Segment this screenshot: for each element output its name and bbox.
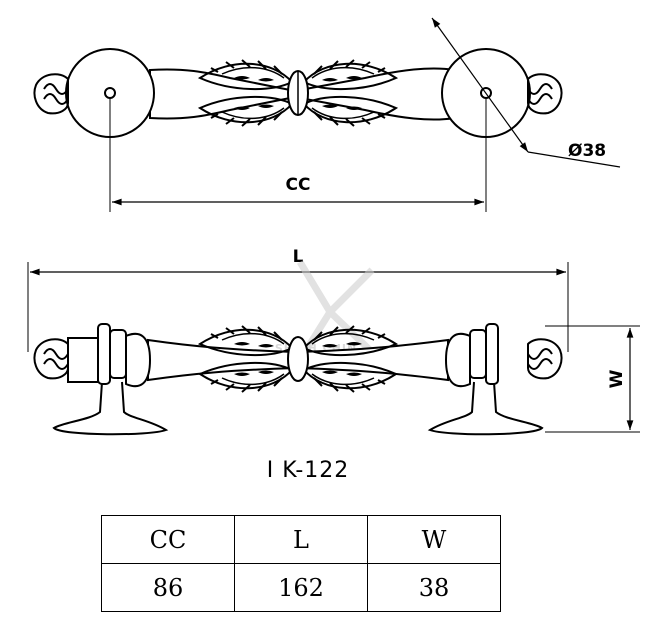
- dimension-table: CC L W 86 162 38: [101, 515, 501, 612]
- right-post: [427, 381, 544, 436]
- table-cell: 86: [101, 563, 235, 612]
- table-header-cell: L: [234, 515, 368, 564]
- leaf-ornament-top: [199, 59, 397, 127]
- diameter-leader-tail: [527, 151, 621, 168]
- table-header-cell: W: [367, 515, 501, 564]
- diameter-leader-line: [431, 17, 529, 153]
- left-knob-end: [33, 73, 69, 115]
- table-cell: 162: [234, 563, 368, 612]
- model-code: I K-122: [267, 458, 350, 483]
- side-view: L SHIEH CHIN: [27, 247, 640, 436]
- leaf-ornament-side: [199, 325, 397, 393]
- l-label: L: [293, 247, 304, 267]
- right-knob-end: [527, 73, 563, 115]
- right-collar: [444, 323, 499, 388]
- left-collar: [97, 323, 152, 388]
- right-knob-end-side: [527, 338, 563, 380]
- left-screw-hole: [104, 87, 116, 99]
- cc-label: CC: [286, 175, 311, 195]
- table-cell: 38: [367, 563, 501, 612]
- table-header-row: CC L W: [101, 515, 501, 564]
- diameter-label: Ø38: [568, 141, 606, 161]
- table-header-cell: CC: [101, 515, 235, 564]
- table-row: 86 162 38: [101, 563, 501, 612]
- left-knob-end-side: [33, 338, 69, 380]
- top-view: Ø38 CC: [33, 17, 621, 212]
- w-label: W: [607, 369, 627, 388]
- left-post: [52, 381, 169, 436]
